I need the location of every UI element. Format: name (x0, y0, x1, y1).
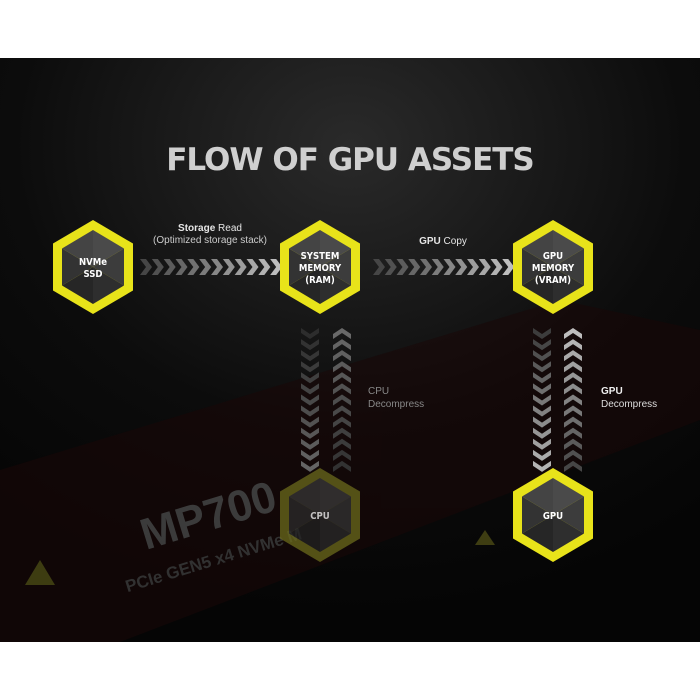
node-system-memory-label: MEMORY (299, 263, 342, 274)
node-nvme-ssd-label: NVMe (79, 257, 107, 268)
storage-read-label: Storage Read (178, 223, 242, 234)
arrow-ram-to-vram (373, 259, 515, 275)
diagram-title: FLOW OF GPU ASSETS (166, 142, 534, 178)
arrow-nvme-to-ram (140, 259, 283, 275)
arrow-cpu-to-ram (333, 328, 351, 472)
node-system-memory-label: (RAM) (305, 275, 335, 286)
arrow-ram-to-cpu (301, 328, 319, 472)
node-cpu-label: CPU (310, 511, 330, 522)
gpu-copy-label: GPU Copy (419, 236, 467, 247)
gpu-decompress-label: GPU (601, 386, 623, 397)
node-gpu-label: GPU (543, 511, 563, 522)
node-system-memory-label: SYSTEM (301, 251, 340, 262)
diagram-canvas: MP700 PCIe GEN5 x4 NVMe M FLOW OF GPU AS… (0, 58, 700, 642)
gpu-decompress-label-2: Decompress (601, 399, 657, 410)
storage-read-sublabel: (Optimized storage stack) (153, 235, 267, 246)
node-gpu-memory-label: GPU (543, 251, 563, 262)
arrow-gpu-to-vram (564, 328, 582, 472)
arrow-vram-to-gpu (533, 328, 551, 472)
cpu-decompress-label: CPU (368, 386, 389, 397)
node-gpu-memory-label: (VRAM) (535, 275, 571, 286)
node-gpu-memory-label: MEMORY (532, 263, 575, 274)
node-cpu: CPU (280, 468, 360, 562)
node-nvme-ssd-label: SSD (84, 269, 103, 280)
cpu-decompress-label-2: Decompress (368, 399, 424, 410)
node-gpu: GPU (513, 468, 593, 562)
